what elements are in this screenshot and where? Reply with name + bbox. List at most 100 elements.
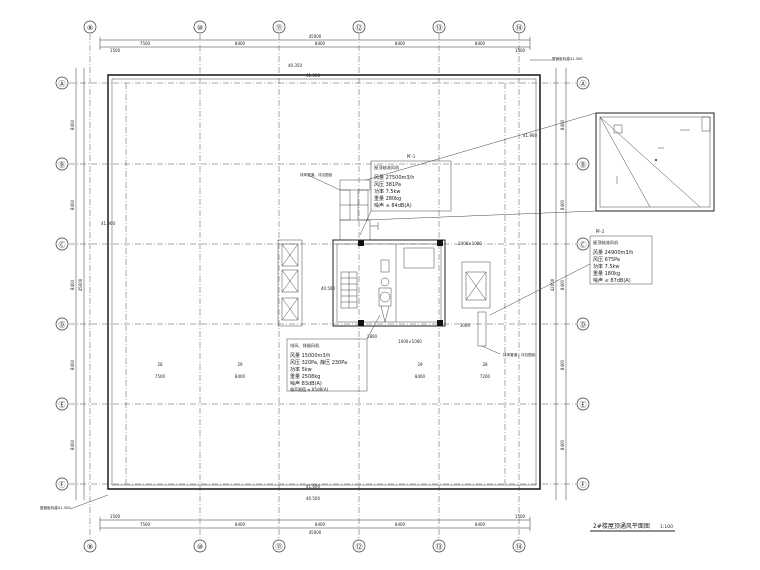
svg-text:8400: 8400 xyxy=(560,279,565,290)
svg-text:Ⓔ: Ⓔ xyxy=(59,401,66,409)
drawing-title-block: 2#楼屋顶通风平面图 1:100 xyxy=(590,522,675,532)
drawing-title: 2#楼屋顶通风平面图 xyxy=(593,522,650,530)
svg-text:⑬: ⑬ xyxy=(436,543,443,551)
right-shaft: 排风管道，详见图纸 3000 xyxy=(460,261,536,357)
svg-text:风压 675Pa: 风压 675Pa xyxy=(593,257,620,263)
level-top: 41.600 xyxy=(306,73,320,78)
svg-text:8400: 8400 xyxy=(70,119,75,130)
svg-text:41.900: 41.900 xyxy=(523,133,537,138)
svg-text:8400: 8400 xyxy=(235,522,246,527)
column-3 xyxy=(358,320,364,326)
spec-exhaust: 排风、排烟风机 风量 15000m3/h 风压 320Pa, 静压 230Pa … xyxy=(286,314,381,392)
level-bottom-2: 40.500 xyxy=(306,496,320,501)
svg-text:风量 15000m3/h: 风量 15000m3/h xyxy=(290,352,330,359)
svg-text:功率 7.5kw: 功率 7.5kw xyxy=(593,263,620,270)
svg-text:噪声限值 ≤ 85dB(A): 噪声限值 ≤ 85dB(A) xyxy=(290,386,329,392)
svg-text:1000×1000: 1000×1000 xyxy=(398,339,422,344)
svg-text:Ⓕ: Ⓕ xyxy=(59,481,66,489)
bay-labels: 28 29 29 28 7500 8400 8400 7200 xyxy=(155,362,491,379)
exhaust-fan-central xyxy=(378,259,392,323)
svg-text:3000: 3000 xyxy=(460,323,471,328)
axis-col-5: ⑬ xyxy=(436,24,443,32)
column-4 xyxy=(437,320,443,326)
svg-text:8400: 8400 xyxy=(315,41,326,46)
roof-outline: 41.600 40.350 41.600 40.500 屋面板标高41.300 … xyxy=(40,56,583,510)
svg-text:Ⓒ: Ⓒ xyxy=(59,241,66,249)
duct-pf1: 排风管道，详见图纸 xyxy=(300,172,379,241)
svg-text:40.500: 40.500 xyxy=(321,286,335,291)
svg-text:45000: 45000 xyxy=(78,278,83,291)
drawing-scale: 1:100 xyxy=(660,524,673,530)
svg-text:7500: 7500 xyxy=(155,374,166,379)
note-top: 40.350 xyxy=(288,63,302,68)
svg-text:42000: 42000 xyxy=(550,278,555,291)
left-shaft xyxy=(277,239,303,327)
svg-text:8400: 8400 xyxy=(560,359,565,370)
svg-text:⑩: ⑩ xyxy=(197,543,203,551)
svg-text:8400: 8400 xyxy=(560,439,565,450)
svg-text:8400: 8400 xyxy=(235,374,246,379)
pf1-tag: PF-1 xyxy=(407,154,416,159)
central-core: 2800 1000×1000 2400×1000 40.500 xyxy=(321,239,482,344)
svg-text:重量 280kg: 重量 280kg xyxy=(374,195,401,202)
svg-text:Ⓒ: Ⓒ xyxy=(580,241,587,249)
svg-text:7500: 7500 xyxy=(140,41,151,46)
axis-col-2: ⑩ xyxy=(197,24,203,32)
leader-top-right: 屋面板标高41.300 xyxy=(552,56,583,61)
svg-text:8400: 8400 xyxy=(395,41,406,46)
svg-text:8400: 8400 xyxy=(315,522,326,527)
svg-text:29: 29 xyxy=(417,362,423,367)
dim-overall-bottom: 45000 xyxy=(309,530,322,535)
svg-text:风量 24900m3/h: 风量 24900m3/h xyxy=(593,249,633,256)
column-2 xyxy=(437,240,443,246)
axis-col-4: ⑫ xyxy=(356,24,363,32)
svg-text:Ⓓ: Ⓓ xyxy=(580,321,587,329)
svg-text:Ⓑ: Ⓑ xyxy=(59,161,66,169)
level-bottom: 41.600 xyxy=(306,484,320,489)
svg-text:⑭: ⑭ xyxy=(516,543,523,551)
axis-col-1: ⑨ xyxy=(87,24,93,32)
svg-text:8400: 8400 xyxy=(475,522,486,527)
svg-text:噪声 ≤ 84dB(A): 噪声 ≤ 84dB(A) xyxy=(374,202,412,209)
svg-text:Ⓓ: Ⓓ xyxy=(59,321,66,329)
svg-text:重量 2508kg: 重量 2508kg xyxy=(290,373,320,380)
svg-text:排风管道，详见图纸: 排风管道，详见图纸 xyxy=(503,352,536,357)
svg-text:重量 180kg: 重量 180kg xyxy=(593,270,620,277)
axis-col-6: ⑭ xyxy=(516,24,523,32)
svg-text:8400: 8400 xyxy=(70,439,75,450)
leader-bottom-left: 屋面板标高41.300 xyxy=(40,505,71,510)
spec-pf2: PF-2 屋顶轴流风机 风量 24900m3/h 风压 675Pa 功率 7.5… xyxy=(489,229,653,316)
svg-text:Ⓕ: Ⓕ xyxy=(580,481,587,489)
svg-text:28: 28 xyxy=(482,362,488,367)
svg-text:屋顶轴流风机: 屋顶轴流风机 xyxy=(374,164,400,171)
svg-text:1500: 1500 xyxy=(515,514,526,519)
dimension-bottom: 45000 7500 8400 8400 8400 8400 1500 1500 xyxy=(99,514,531,535)
svg-text:1500: 1500 xyxy=(110,48,121,53)
svg-text:噪声 ≤ 87dB(A): 噪声 ≤ 87dB(A) xyxy=(593,277,631,284)
axis-col-3: ⑪ xyxy=(276,24,283,32)
svg-text:⑫: ⑫ xyxy=(356,543,363,551)
svg-text:⑪: ⑪ xyxy=(276,543,283,551)
spec-pf1: PF-1 屋顶轴流风机 风量 27500m3/h 风压 381Pa 功率 7.5… xyxy=(359,154,452,236)
svg-text:屋顶轴流风机: 屋顶轴流风机 xyxy=(593,239,619,246)
svg-text:噪声 83dB(A): 噪声 83dB(A) xyxy=(290,380,322,387)
svg-text:8400: 8400 xyxy=(560,199,565,210)
detail-callout xyxy=(365,112,715,221)
svg-text:1500: 1500 xyxy=(110,514,121,519)
grid-lines xyxy=(69,34,576,539)
svg-text:2800: 2800 xyxy=(367,334,378,339)
column-axis-top: ⑨ ⑩ ⑪ ⑫ ⑬ ⑭ xyxy=(83,20,526,34)
column-1 xyxy=(358,240,364,246)
pf2-tag: PF-2 xyxy=(596,229,605,234)
svg-text:排风、排烟风机: 排风、排烟风机 xyxy=(290,342,320,349)
svg-text:7200: 7200 xyxy=(480,374,491,379)
svg-text:2400×1000: 2400×1000 xyxy=(458,241,482,246)
svg-text:Ⓐ: Ⓐ xyxy=(59,80,66,88)
svg-text:8400: 8400 xyxy=(560,119,565,130)
svg-text:8400: 8400 xyxy=(475,41,486,46)
svg-text:风压 381Pa: 风压 381Pa xyxy=(374,182,401,188)
dimension-top: 45000 7500 8400 8400 8400 8400 1500 1500 xyxy=(99,34,531,53)
svg-text:8400: 8400 xyxy=(70,359,75,370)
svg-text:8400: 8400 xyxy=(235,41,246,46)
